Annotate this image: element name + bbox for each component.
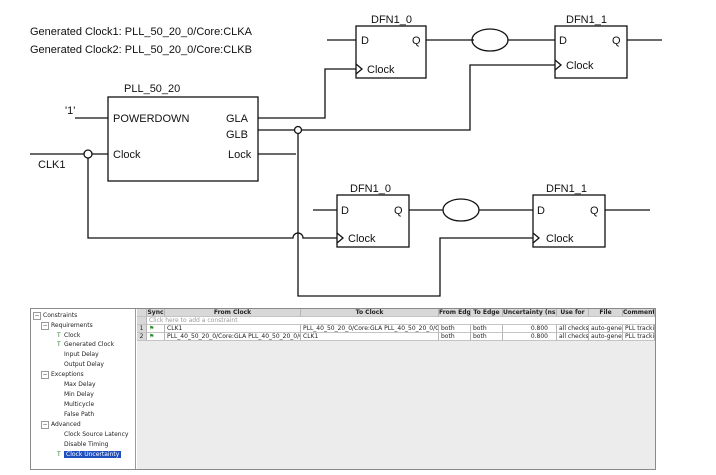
tree-item-clock-source-latency[interactable]: Clock Source Latency — [64, 431, 129, 438]
constraint-grid: Sync From Clock To Clock From Edge To Ed… — [137, 309, 655, 469]
tree-item-constraints[interactable]: −Constraints — [33, 311, 78, 320]
clk1-junction — [83, 149, 93, 159]
pll-pin-powerdown: POWERDOWN — [113, 113, 189, 125]
delay-bottom — [442, 198, 480, 222]
tree-item-input-delay[interactable]: Input Delay — [64, 351, 99, 358]
tree-item-advanced[interactable]: −Advanced — [41, 420, 81, 429]
flop-bottom-left-q: Q — [394, 205, 403, 217]
flop-bottom-left-name: DFN1_0 — [350, 183, 391, 195]
table-cell-from-edge[interactable]: both — [439, 333, 471, 341]
flop-top-right-box — [554, 25, 628, 79]
pll-pin-gla: GLA — [226, 113, 249, 125]
flop-top-right-clock: Clock — [566, 60, 594, 72]
circuit-schematic: Generated Clock1: PLL_50_20_0/Core:CLKA … — [30, 14, 662, 297]
table-cell-file[interactable]: auto-generated — [589, 325, 623, 333]
flop-top-left-q: Q — [412, 35, 421, 47]
glb-to-bottom-net — [297, 134, 533, 297]
flop-top-left-clock: Clock — [367, 64, 395, 76]
glb-junction — [293, 125, 303, 135]
gla-net — [258, 68, 356, 119]
collapse-icon[interactable]: − — [41, 321, 49, 330]
clock-constraint-icon: T — [57, 341, 61, 348]
flop-bottom-right-name: DFN1_1 — [546, 183, 587, 195]
grid-header-to-edge[interactable]: To Edge — [471, 309, 503, 317]
tree-item-false-path[interactable]: False Path — [64, 411, 95, 418]
clk1-to-bottom-flop — [87, 158, 337, 239]
table-cell-from-clock[interactable]: PLL_40_50_20_0/Core:GLA PLL_40_50_20_0/C… — [165, 333, 301, 341]
pll-block — [107, 96, 259, 182]
table-cell-uncertainty[interactable]: 0.800 — [503, 325, 557, 333]
grid-header-use-for[interactable]: Use for — [557, 309, 589, 317]
tree-item-requirements[interactable]: −Requirements — [41, 321, 93, 330]
table-row-number[interactable]: 1 — [137, 325, 147, 333]
table-cell-file[interactable]: auto-generated — [589, 333, 623, 341]
collapse-icon[interactable]: − — [41, 420, 49, 429]
tree-item-disable-timing[interactable]: Disable Timing — [64, 441, 109, 448]
generated-clock2-note: Generated Clock2: PLL_50_20_0/Core:CLKB — [30, 44, 252, 56]
grid-header-uncertainty[interactable]: Uncertainty (ns) — [503, 309, 557, 317]
table-cell-to-edge[interactable]: both — [471, 333, 503, 341]
generated-clock1-note: Generated Clock1: PLL_50_20_0/Core:CLKA — [30, 26, 253, 38]
flop-bottom-right-clock: Clock — [546, 233, 574, 245]
table-cell-from-edge[interactable]: both — [439, 325, 471, 333]
clock-constraint-icon: T — [57, 451, 61, 458]
table-cell-uncertainty[interactable]: 0.800 — [503, 333, 557, 341]
table-cell-to-clock[interactable]: PLL_40_50_20_0/Core:GLA PLL_40_50_20_0/C… — [301, 325, 439, 333]
flop-bottom-right-box — [532, 194, 606, 248]
tree-item-multicycle[interactable]: Multicycle — [64, 401, 95, 408]
grid-header-corner — [137, 309, 147, 317]
tree-item-max-delay[interactable]: Max Delay — [64, 381, 96, 388]
flop-top-right-name: DFN1_1 — [566, 14, 607, 26]
tree-item-output-delay[interactable]: Output Delay — [64, 361, 104, 368]
grid-add-constraint-hint[interactable]: Click here to add a constraint — [147, 317, 655, 325]
flop-bottom-right-q: Q — [590, 205, 599, 217]
table-cell-comments[interactable]: PLL tracking jitter — [623, 333, 655, 341]
sync-flag-icon: ⚑ — [147, 325, 165, 333]
collapse-icon[interactable]: − — [33, 311, 41, 320]
table-cell-use-for[interactable]: all checks — [557, 325, 589, 333]
clock-constraint-icon: T — [57, 332, 61, 339]
clk1-label: CLK1 — [38, 159, 66, 171]
flop-top-right-q: Q — [612, 35, 621, 47]
table-cell-use-for[interactable]: all checks — [557, 333, 589, 341]
grid-header-from-edge[interactable]: From Edge — [439, 309, 471, 317]
sync-flag-icon: ⚑ — [147, 333, 165, 341]
flop-bottom-left-d: D — [341, 205, 349, 217]
pll-pin-glb: GLB — [226, 129, 248, 141]
grid-add-row-number — [137, 317, 147, 325]
glb-net — [258, 64, 555, 131]
grid-header-comments[interactable]: Comments — [623, 309, 655, 317]
pll-name: PLL_50_20 — [124, 83, 180, 95]
table-row-number[interactable]: 2 — [137, 333, 147, 341]
table-cell-from-clock[interactable]: CLK1 — [165, 325, 301, 333]
grid-header-from-clock[interactable]: From Clock — [165, 309, 301, 317]
tree-item-exceptions[interactable]: −Exceptions — [41, 370, 84, 379]
collapse-icon[interactable]: − — [41, 370, 49, 379]
flop-top-left-d: D — [361, 35, 369, 47]
pll-pin-lock: Lock — [228, 149, 252, 161]
flop-bottom-right-d: D — [537, 205, 545, 217]
flop-bottom-left-clock: Clock — [348, 233, 376, 245]
grid-header-file[interactable]: File — [589, 309, 623, 317]
flop-top-right-d: D — [559, 35, 567, 47]
table-cell-to-clock[interactable]: CLK1 — [301, 333, 439, 341]
flop-top-left-name: DFN1_0 — [371, 14, 412, 26]
table-cell-comments[interactable]: PLL tracking jitter — [623, 325, 655, 333]
table-cell-to-edge[interactable]: both — [471, 325, 503, 333]
delay-top — [471, 28, 509, 52]
grid-header-to-clock[interactable]: To Clock — [301, 309, 439, 317]
grid-header-sync[interactable]: Sync — [147, 309, 165, 317]
constant-input-label: '1' — [65, 105, 75, 117]
pll-pin-clock: Clock — [113, 149, 141, 161]
flop-bottom-left-box — [336, 194, 410, 248]
tree-item-min-delay[interactable]: Min Delay — [64, 391, 94, 398]
flop-top-left-box — [355, 25, 427, 79]
